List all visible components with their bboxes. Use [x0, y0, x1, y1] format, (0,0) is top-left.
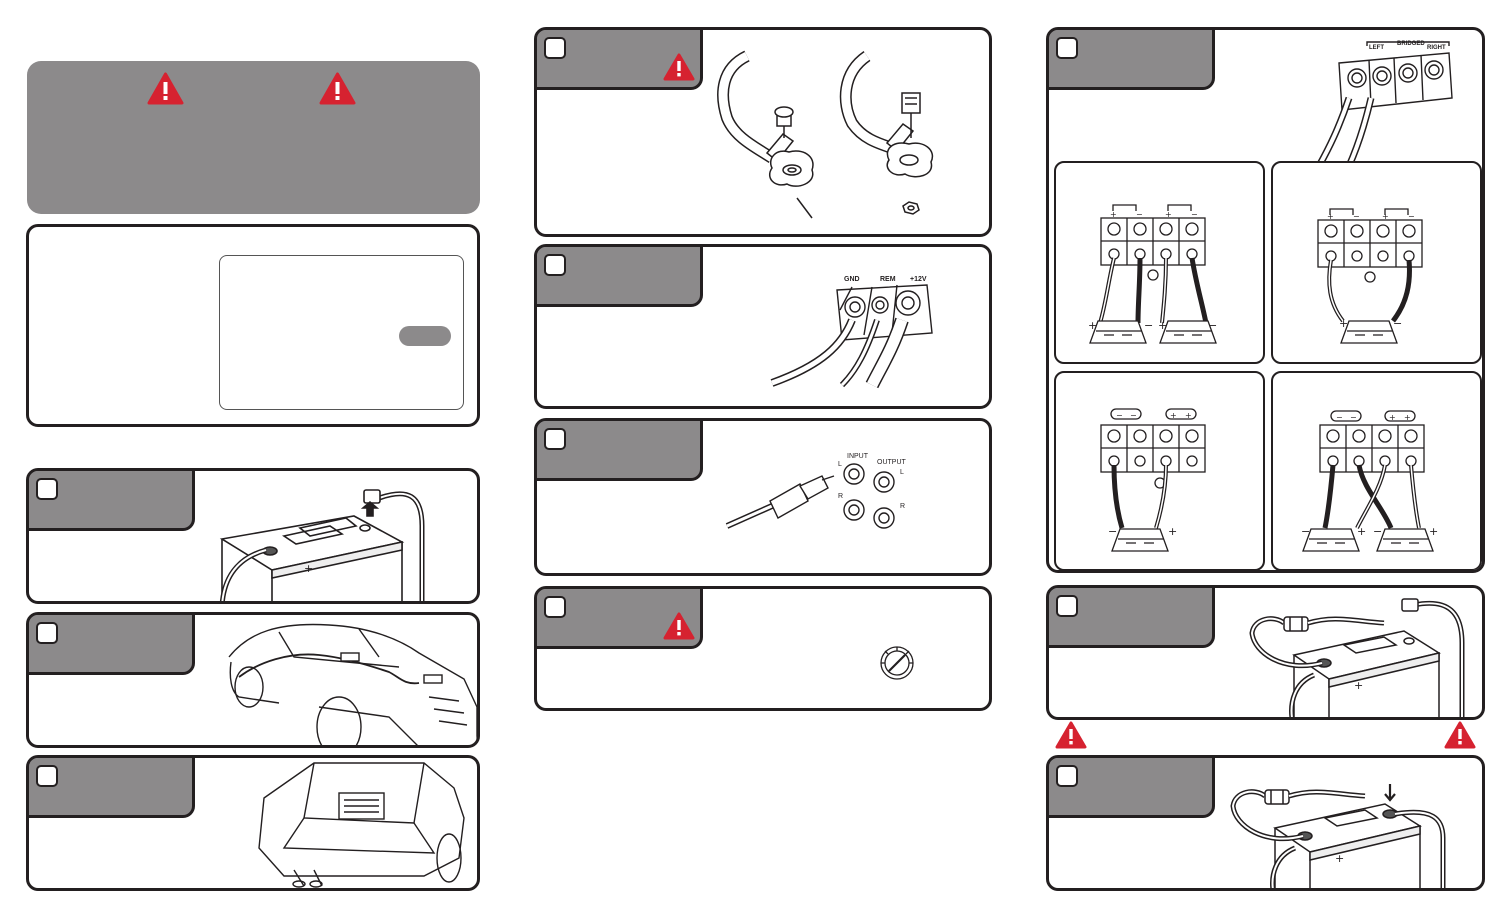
warning-triangle-icon	[1444, 721, 1476, 749]
warning-triangle-icon	[663, 612, 695, 640]
svg-text:BRIDGED: BRIDGED	[1397, 41, 1425, 47]
power-terminal-block-illustration: GND REM +12V	[762, 265, 942, 395]
step-final-connection: +	[1046, 755, 1485, 891]
svg-text:+: +	[1170, 411, 1177, 420]
svg-text:+: +	[304, 562, 313, 575]
svg-text:−: −	[1116, 411, 1123, 420]
warning-triangle-icon	[663, 53, 695, 81]
step-number-box	[36, 478, 58, 500]
speaker-terminal-block-illustration: LEFT BRIDGED RIGHT	[1309, 38, 1459, 168]
svg-text:+: +	[1335, 852, 1344, 865]
svg-text:+: +	[1354, 679, 1363, 692]
svg-text:−: −	[1393, 317, 1402, 330]
svg-text:+: +	[1404, 413, 1411, 422]
step-ground-connection	[534, 27, 992, 237]
svg-text:R: R	[900, 503, 905, 510]
svg-text:+: +	[1158, 319, 1167, 332]
svg-text:−: −	[1191, 210, 1198, 219]
svg-text:−: −	[1350, 413, 1357, 422]
warning-triangle-icon	[147, 72, 184, 105]
svg-text:−: −	[1144, 319, 1153, 332]
svg-text:−: −	[1208, 319, 1217, 332]
svg-text:OUTPUT: OUTPUT	[877, 459, 907, 466]
svg-text:RIGHT: RIGHT	[1427, 45, 1446, 51]
gain-knob-icon	[877, 643, 917, 683]
svg-text:GND: GND	[844, 276, 860, 283]
step-number-box	[544, 596, 566, 618]
step-gain-adjust	[534, 586, 992, 711]
trunk-illustration	[254, 758, 477, 888]
svg-text:L: L	[838, 461, 842, 468]
step-mount-amplifier	[26, 755, 480, 891]
step-number-box	[36, 765, 58, 787]
info-panel	[26, 224, 480, 427]
svg-text:−: −	[1301, 525, 1310, 538]
step-number-box	[544, 254, 566, 276]
wiring-diagram-mono: − − + + − +	[1054, 371, 1265, 570]
car-cable-route-illustration	[219, 617, 477, 745]
battery-illustration: +	[214, 476, 454, 601]
step-rca-inputs: INPUT OUTPUT L L R R	[534, 418, 992, 576]
ground-terminal-illustration	[717, 48, 977, 228]
step-number-box	[544, 428, 566, 450]
battery-final-illustration: +	[1227, 778, 1467, 888]
step-disconnect-battery: +	[26, 468, 480, 604]
svg-text:+: +	[1339, 317, 1348, 330]
svg-text:+: +	[1185, 411, 1192, 420]
warning-triangle-icon	[319, 72, 356, 105]
svg-text:INPUT: INPUT	[847, 453, 869, 460]
svg-text:−: −	[1353, 212, 1360, 221]
warning-triangle-icon	[1055, 721, 1087, 749]
wiring-diagram-parallel: − − + + − + − +	[1271, 371, 1482, 570]
svg-text:REM: REM	[880, 276, 896, 283]
svg-text:LEFT: LEFT	[1369, 45, 1384, 51]
wiring-diagram-bridged: + − + − + −	[1271, 161, 1482, 364]
svg-text:+: +	[1357, 525, 1366, 538]
step-number-box	[36, 622, 58, 644]
svg-text:R: R	[838, 493, 843, 500]
battery-fuse-illustration: +	[1244, 593, 1482, 717]
svg-text:+: +	[1165, 210, 1172, 219]
svg-text:+12V: +12V	[910, 276, 927, 283]
svg-text:−: −	[1373, 525, 1382, 538]
svg-text:+: +	[1429, 525, 1438, 538]
svg-text:+: +	[1088, 319, 1097, 332]
svg-text:+: +	[1168, 525, 1177, 538]
svg-text:+: +	[1327, 212, 1334, 221]
svg-text:+: +	[1110, 210, 1117, 219]
step-number-box	[1056, 595, 1078, 617]
svg-text:−: −	[1336, 413, 1343, 422]
svg-text:L: L	[900, 469, 904, 476]
step-number-box	[544, 37, 566, 59]
svg-text:−: −	[1108, 525, 1117, 538]
svg-text:−: −	[1130, 411, 1137, 420]
info-pill	[399, 326, 451, 346]
warning-banner	[27, 61, 480, 214]
step-number-box	[1056, 765, 1078, 787]
svg-text:−: −	[1136, 210, 1143, 219]
step-reconnect-battery: +	[1046, 585, 1485, 720]
step-route-cable	[26, 612, 480, 748]
info-inner-box	[219, 255, 464, 410]
step-number-box	[1056, 37, 1078, 59]
svg-text:−: −	[1408, 212, 1415, 221]
step-speaker-wiring: LEFT BRIDGED RIGHT + − + −	[1046, 27, 1485, 573]
step-power-terminal: GND REM +12V	[534, 244, 992, 409]
svg-text:+: +	[1382, 212, 1389, 221]
wiring-diagram-stereo: + − + − + − + −	[1054, 161, 1265, 364]
rca-connector-illustration: INPUT OUTPUT L L R R	[722, 446, 912, 546]
svg-text:+: +	[1389, 413, 1396, 422]
